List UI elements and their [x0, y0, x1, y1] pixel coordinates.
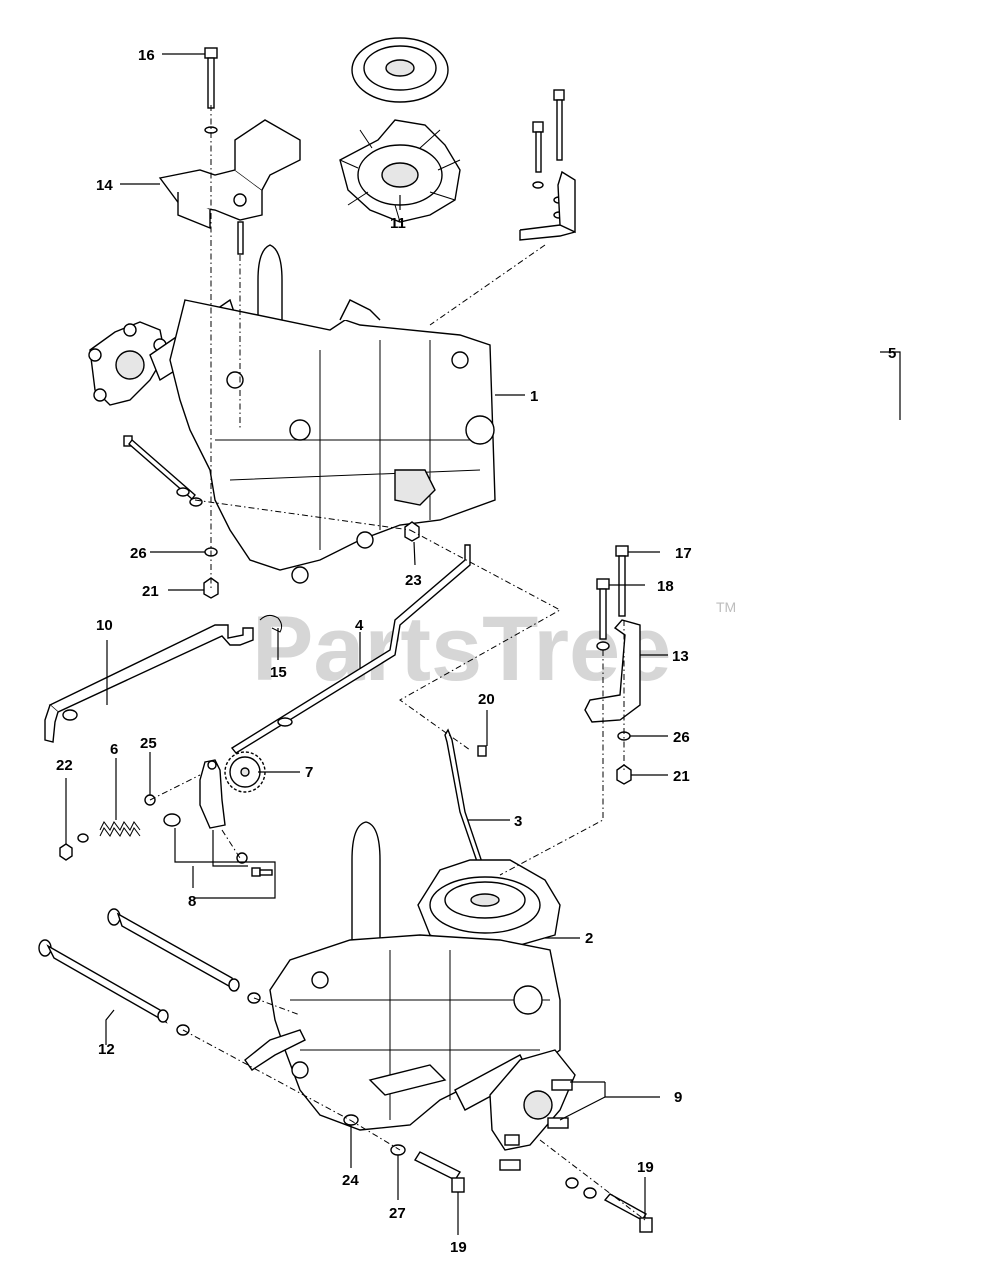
- part-14-bracket: [158, 119, 301, 255]
- callout-10: 10: [96, 617, 113, 634]
- watermark-tm: TM: [716, 599, 736, 615]
- part-11-pulley: [351, 37, 449, 103]
- washer-near-6: [77, 833, 89, 843]
- callout-11: 11: [390, 215, 406, 232]
- callout-3: 3: [514, 813, 522, 830]
- part-bolt-left-housing: [123, 435, 203, 507]
- part-6-spring: [99, 821, 141, 837]
- part-1-transaxle: [88, 244, 496, 584]
- callout-26-left: 26: [130, 545, 147, 562]
- part-20-pin: [477, 745, 487, 757]
- part-11-fan: [339, 119, 461, 223]
- callout-18: 18: [657, 578, 674, 595]
- callout-1: 1: [530, 388, 538, 405]
- callout-8: 8: [188, 893, 196, 910]
- callout-23: 23: [405, 572, 422, 589]
- callout-15: 15: [270, 664, 287, 681]
- callout-19-center: 19: [450, 1239, 467, 1256]
- part-12-rods: [38, 908, 261, 1036]
- part-8-lever: [163, 759, 273, 877]
- callout-12: 12: [98, 1041, 115, 1058]
- callout-20: 20: [478, 691, 495, 708]
- callout-9: 9: [674, 1089, 682, 1106]
- callout-4: 4: [355, 617, 364, 634]
- callout-13: 13: [672, 648, 689, 665]
- part-22-nut: [59, 843, 73, 861]
- part-bracket-set-top-right: [519, 89, 576, 241]
- callout-25: 25: [140, 735, 157, 752]
- callout-22: 22: [56, 757, 73, 774]
- washer-near-19-right-a: [565, 1177, 579, 1189]
- callout-2: 2: [585, 930, 593, 947]
- part-27-washer: [390, 1144, 406, 1156]
- callout-26-right: 26: [673, 729, 690, 746]
- part-5-belt: [611, 269, 968, 491]
- part-13-bracket: [584, 619, 641, 723]
- leader-lines: [65, 53, 901, 1235]
- callout-21-left: 21: [142, 583, 159, 600]
- callout-5: 5: [888, 345, 896, 362]
- part-10-rod: [44, 624, 254, 743]
- callout-27: 27: [389, 1205, 406, 1222]
- callout-labels: 1 2 3 4 5 6 7 8 9 10 11 12 13 14 15 16 1…: [56, 47, 896, 1256]
- part-17-bolt: [615, 545, 629, 617]
- callout-17: 17: [675, 545, 692, 562]
- part-18-bolt: [596, 578, 610, 640]
- part-15-clip: [259, 614, 283, 633]
- part-16-bolt: [204, 47, 218, 109]
- alignment-lines: [149, 105, 646, 1221]
- callout-19-right: 19: [637, 1159, 654, 1176]
- washer-near-19-right-b: [583, 1187, 597, 1199]
- part-19-bolt-right: [603, 1193, 653, 1233]
- part-2-transaxle: [244, 821, 576, 1171]
- part-24-washer: [343, 1114, 359, 1126]
- watermark-text: PartsTree: [252, 598, 671, 700]
- callout-21-right: 21: [673, 768, 690, 785]
- washer-under-18: [596, 641, 610, 651]
- part-21-nut-right: [616, 764, 632, 785]
- callout-16: 16: [138, 47, 155, 64]
- callout-6: 6: [110, 741, 118, 758]
- callout-7: 7: [305, 764, 313, 781]
- callout-14: 14: [96, 177, 113, 194]
- part-19-bolt-center: [413, 1151, 465, 1193]
- part-4-rod: [230, 544, 471, 754]
- callout-24: 24: [342, 1172, 359, 1189]
